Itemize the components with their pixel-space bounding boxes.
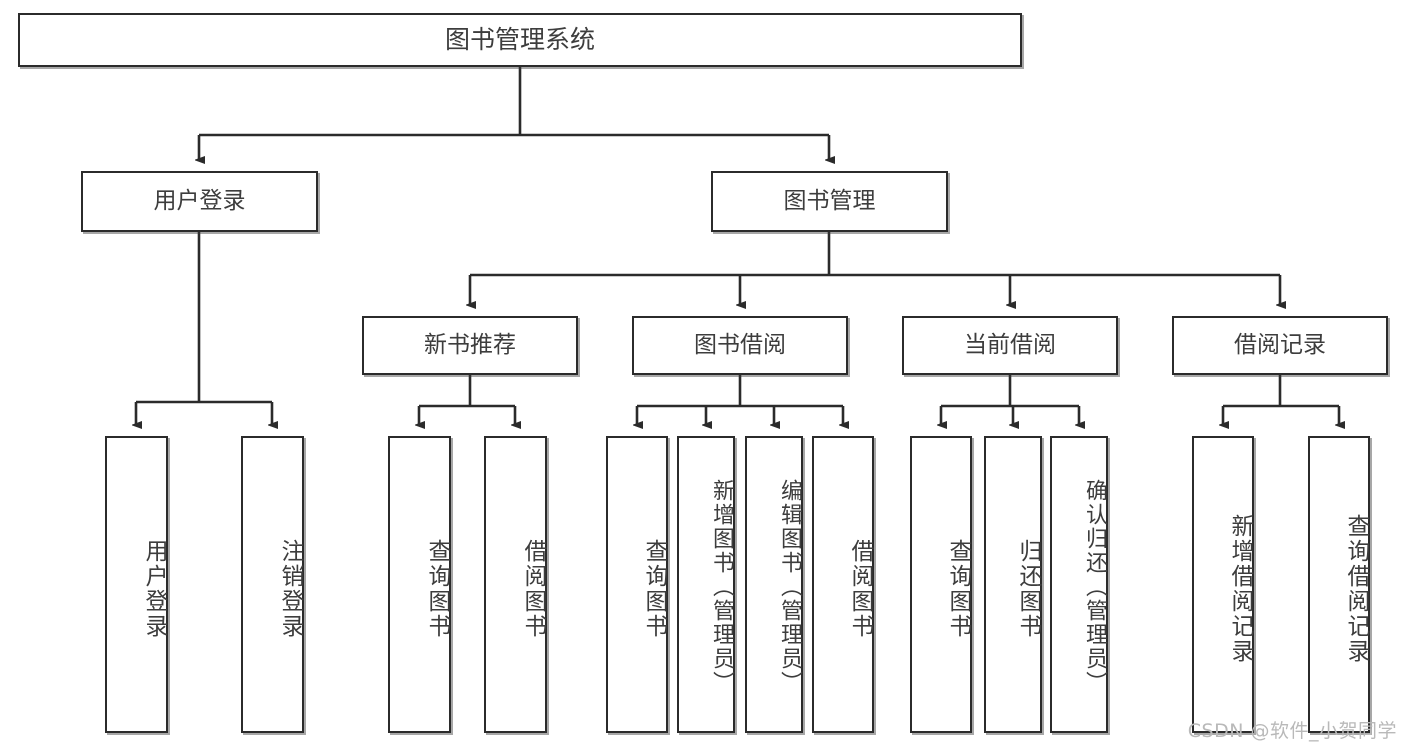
node-current-borrow[interactable]: 当前借阅 <box>902 316 1118 375</box>
node-current-borrow-label: 当前借阅 <box>964 331 1056 358</box>
node-leaf-confirm-return[interactable]: 确认归还（管理员） <box>1050 436 1108 733</box>
node-book-borrow-label: 图书借阅 <box>694 331 786 358</box>
node-user-login-label: 用户登录 <box>153 187 246 214</box>
node-user-login[interactable]: 用户登录 <box>81 171 318 232</box>
node-leaf-edit-book[interactable]: 编辑图书（管理员） <box>745 436 803 733</box>
node-book-manage-label: 图书管理 <box>783 187 876 214</box>
node-new-book-recommend[interactable]: 新书推荐 <box>362 316 578 375</box>
node-leaf-borrow-book-1[interactable]: 借阅图书 <box>484 436 547 733</box>
node-leaf-return-book[interactable]: 归还图书 <box>984 436 1042 733</box>
node-root-label: 图书管理系统 <box>444 25 595 54</box>
node-leaf-query-book-1[interactable]: 查询图书 <box>388 436 451 733</box>
node-borrow-record-label: 借阅记录 <box>1234 331 1326 358</box>
node-leaf-query-book-3[interactable]: 查询图书 <box>910 436 972 733</box>
node-root[interactable]: 图书管理系统 <box>18 13 1022 67</box>
node-borrow-record[interactable]: 借阅记录 <box>1172 316 1388 375</box>
node-leaf-query-record[interactable]: 查询借阅记录 <box>1308 436 1370 733</box>
node-leaf-borrow-book-2[interactable]: 借阅图书 <box>812 436 874 733</box>
watermark: CSDN @软件_小贺同学 <box>1187 720 1397 742</box>
node-book-manage[interactable]: 图书管理 <box>711 171 948 232</box>
node-book-borrow[interactable]: 图书借阅 <box>632 316 848 375</box>
node-leaf-query-book-2[interactable]: 查询图书 <box>606 436 668 733</box>
node-new-book-recommend-label: 新书推荐 <box>424 331 516 358</box>
node-leaf-add-book[interactable]: 新增图书（管理员） <box>677 436 735 733</box>
node-leaf-user-logout[interactable]: 注销登录 <box>241 436 304 733</box>
node-leaf-add-record[interactable]: 新增借阅记录 <box>1192 436 1254 733</box>
node-leaf-user-login[interactable]: 用户登录 <box>105 436 168 733</box>
